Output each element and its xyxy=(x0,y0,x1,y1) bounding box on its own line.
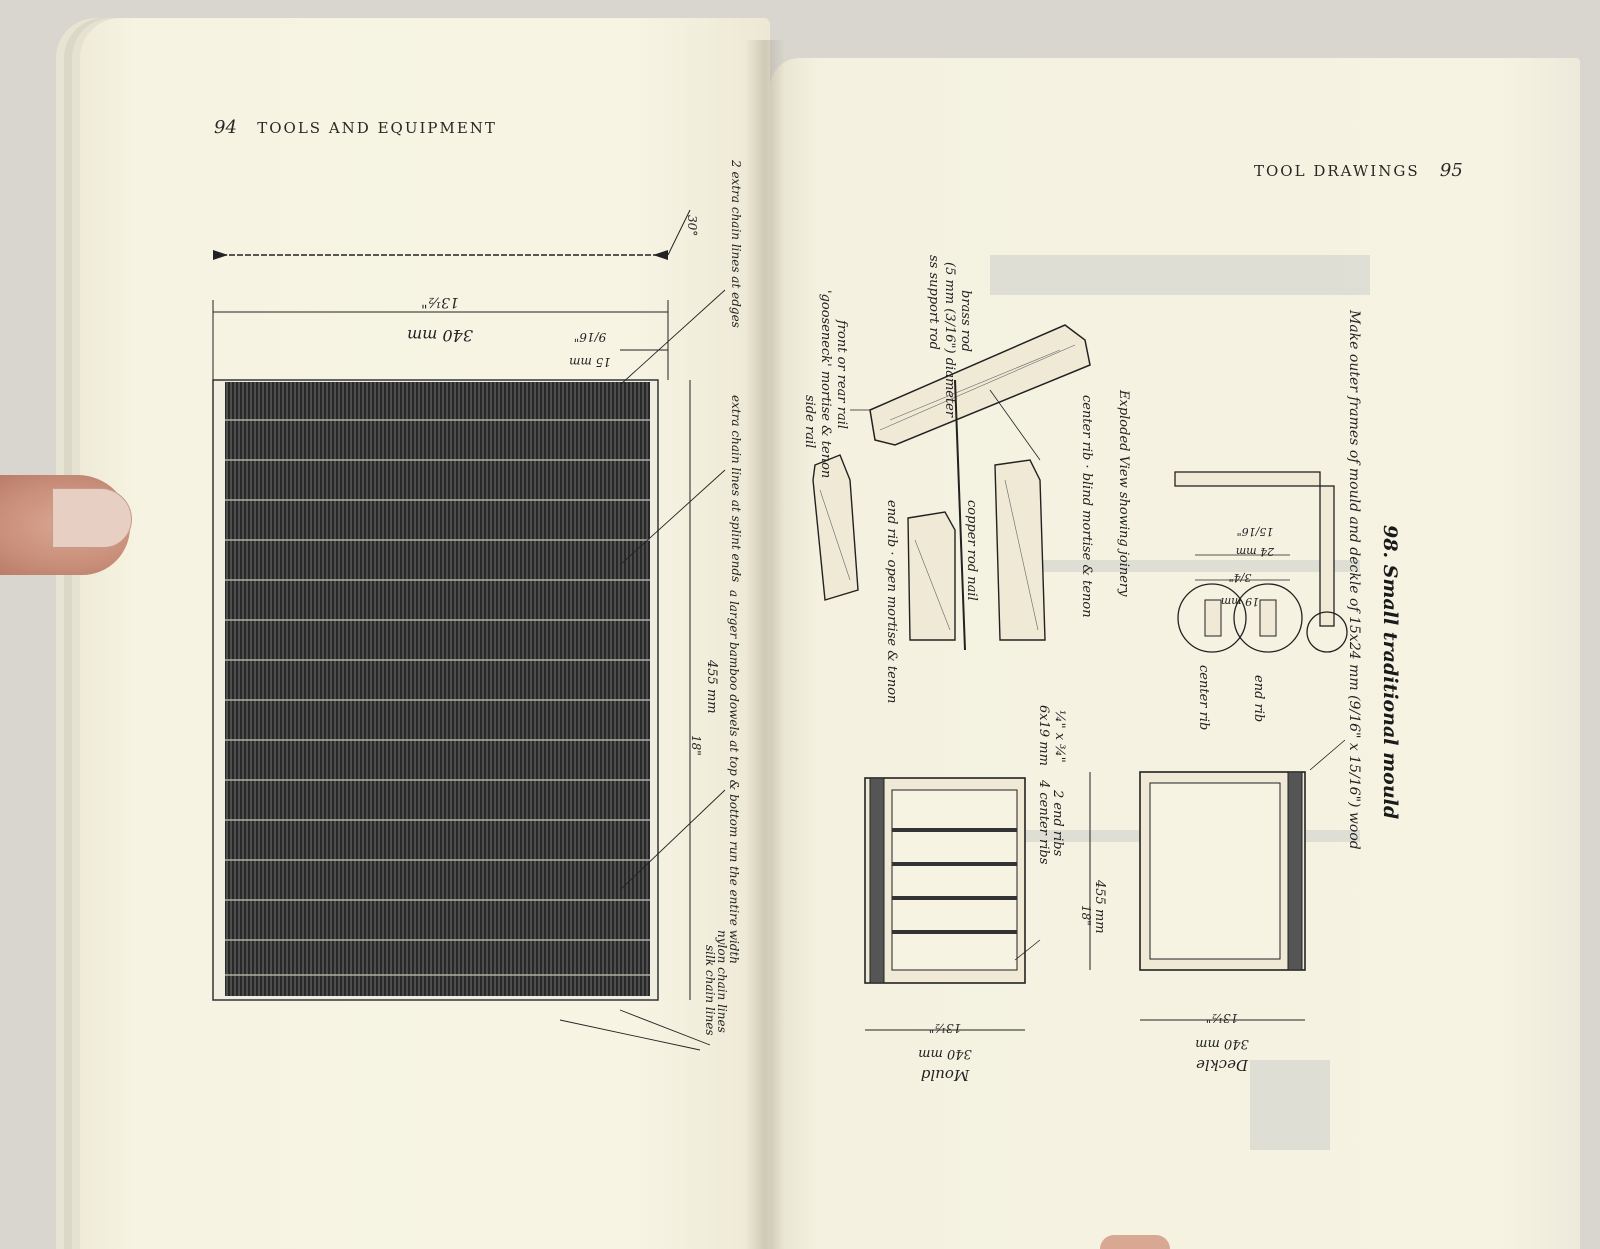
end-rib-upright xyxy=(812,454,859,601)
figure-caption: 98. Small traditional mould xyxy=(1379,525,1401,819)
arrow-icon xyxy=(213,250,228,260)
mould-height-in: 18" xyxy=(1079,905,1093,926)
height-mm-label: 455 mm xyxy=(704,659,719,714)
front-rear-label: front or rear rail xyxy=(834,319,849,429)
margin-mm-label: 15 mm xyxy=(569,355,611,369)
dim-b-in: 3/4" xyxy=(1229,571,1252,584)
rod-diameter-label: (5 mm (3/16") diameter xyxy=(942,262,957,418)
extra-chain-splints-label: extra chain lines at splint ends xyxy=(729,395,743,582)
mould-width-mm: 340 mm xyxy=(918,1046,972,1061)
end-rib-section xyxy=(1233,583,1303,653)
center-rib-section xyxy=(1177,583,1247,653)
center-ribs-label: 4 center ribs xyxy=(1036,779,1051,865)
gooseneck-label: 'gooseneck' mortise & tenon xyxy=(818,290,833,478)
rib-size-in-label: ¼" x ¾" xyxy=(1052,710,1067,763)
dim-a-mm: 24 mm xyxy=(1236,545,1275,558)
end-rib-label: end rib xyxy=(1251,675,1266,722)
height-in-label: 18" xyxy=(689,735,703,756)
mould-width-in: 13½" xyxy=(929,1021,961,1035)
left-page-number: 94 xyxy=(214,117,237,138)
bamboo-dowels-label: a larger bamboo dowels at top & bottom r… xyxy=(727,590,741,964)
laid-screen xyxy=(225,382,650,996)
mould-screen-drawing: 340 mm 13½" 15 mm 9/16" 30° 2 extra chai… xyxy=(212,159,743,1051)
width-mm-label: 340 mm xyxy=(407,326,473,345)
brass-rod-label: brass rod xyxy=(958,290,973,352)
end-ribs-label: 2 end ribs xyxy=(1050,789,1065,857)
rib-size-mm-label: 6x19 mm xyxy=(1036,705,1051,766)
thumb-nail xyxy=(52,488,132,548)
exploded-joinery-drawing: side rail 'gooseneck' mortise & tenon fr… xyxy=(802,255,1131,703)
frame-note: Make outer frames of mould and deckle of… xyxy=(1346,309,1362,850)
exploded-view-label: Exploded View showing joinery xyxy=(1116,389,1131,597)
center-rib-label: center rib xyxy=(1196,665,1211,730)
side-rail xyxy=(869,324,1091,446)
right-running-head: TOOL DRAWINGS 95 xyxy=(1254,160,1463,181)
side-rail-label: side rail xyxy=(802,395,817,448)
support-rod xyxy=(954,379,966,651)
end-rib-block xyxy=(907,511,956,641)
rib-section-drawing: 24 mm 15/16" 19 mm 3/4" center rib end r… xyxy=(1174,471,1348,730)
mould-name: Mould xyxy=(921,1066,970,1084)
dim-b-mm: 19 mm xyxy=(1221,595,1259,608)
mould-ribs xyxy=(892,828,1017,934)
deckle-width-mm: 340 mm xyxy=(1195,1036,1249,1051)
dim-a-in: 15/16" xyxy=(1237,525,1274,538)
deckle-name: Deckle xyxy=(1196,1056,1249,1074)
left-running-title: TOOLS AND EQUIPMENT xyxy=(257,119,497,137)
right-page-number: 95 xyxy=(1439,160,1463,181)
right-running-title: TOOL DRAWINGS xyxy=(1254,162,1420,180)
extra-chain-edges-label: 2 extra chain lines at edges xyxy=(729,159,743,328)
chain-lines xyxy=(225,419,650,976)
left-running-head: 94 TOOLS AND EQUIPMENT xyxy=(214,117,497,138)
support-rod-label: ss support rod xyxy=(926,255,941,350)
center-rib-block xyxy=(994,459,1046,641)
copper-rod-label: copper rod nail xyxy=(964,500,979,601)
nylon-chain-label: nylon chain lines xyxy=(715,930,729,1033)
center-rib-joint-label: center rib · blind mortise & tenon xyxy=(1079,395,1094,618)
margin-in-label: 9/16" xyxy=(574,330,606,344)
arrow-icon xyxy=(653,250,668,260)
width-in-label: 13½" xyxy=(421,294,459,310)
end-rib-joint-label: end rib · open mortise & tenon xyxy=(884,500,899,703)
angle-line xyxy=(667,209,691,256)
right-page xyxy=(770,58,1580,1249)
angle-label: 30° xyxy=(685,215,699,236)
silk-chain-label: silk chain lines xyxy=(703,945,717,1036)
deckle-frame-drawing: 340 mm 13½" Deckle xyxy=(1089,739,1346,1074)
holding-finger xyxy=(1100,1235,1170,1249)
deckle-width-in: 13½" xyxy=(1206,1011,1238,1025)
show-through xyxy=(990,255,1370,1150)
mould-height-mm: 455 mm xyxy=(1092,879,1107,934)
book-gutter xyxy=(745,40,785,1249)
mould-frame-drawing: 4 center ribs 2 end ribs 6x19 mm ¼" x ¾"… xyxy=(864,705,1107,1084)
